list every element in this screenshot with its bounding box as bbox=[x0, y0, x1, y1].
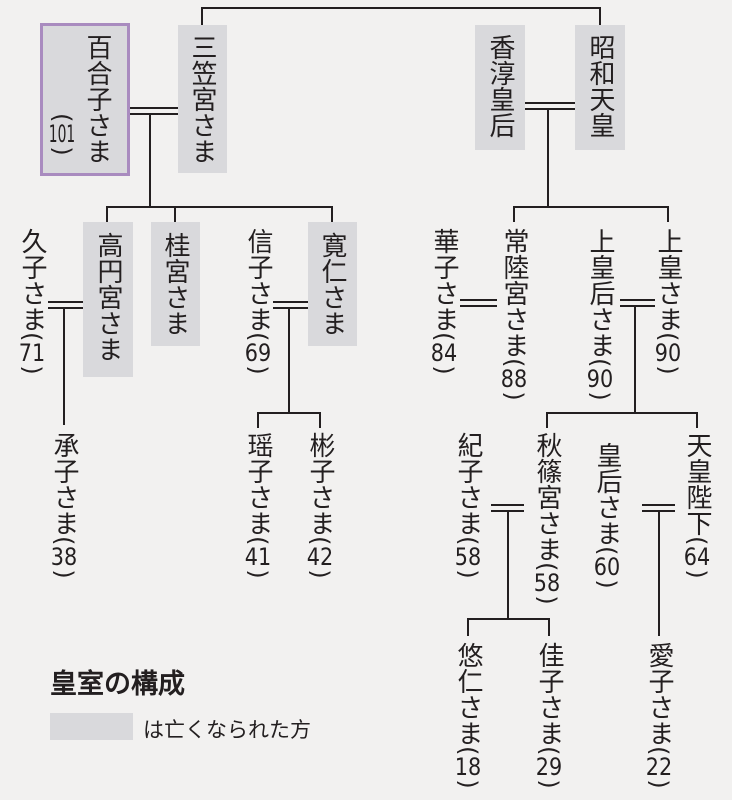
person-yoko: 瑶子さま(41) bbox=[243, 432, 273, 579]
person-takamado: 高円宮さま bbox=[93, 232, 123, 362]
person-aiko: 愛子さま(22) bbox=[644, 642, 674, 789]
deceased-box-takamado bbox=[83, 222, 133, 377]
person-akiko: 彬子さま(42) bbox=[305, 432, 335, 579]
deceased-box-tomohito bbox=[308, 222, 357, 346]
legend-label: は亡くなられた方 bbox=[143, 718, 311, 742]
person-emperor: 天皇陛下(64) bbox=[682, 432, 712, 579]
person-yuriko-age: (101) bbox=[48, 113, 76, 156]
person-empress: 皇后さま(60) bbox=[592, 442, 622, 589]
person-tomohito: 寛仁さま bbox=[317, 232, 347, 336]
person-akishino: 秋篠宮さま(58) bbox=[532, 432, 562, 605]
person-nobuko: 信子さま(69) bbox=[243, 228, 273, 375]
person-katsura: 桂宮さま bbox=[160, 232, 190, 336]
person-hitachi: 常陸宮さま(88) bbox=[499, 228, 529, 401]
deceased-box-kojun bbox=[475, 25, 525, 150]
person-kojun: 香淳皇后 bbox=[485, 34, 515, 138]
deceased-box-showa bbox=[575, 25, 625, 150]
person-tsuguko: 承子さま(38) bbox=[49, 432, 79, 579]
diagram-title: 皇室の構成 bbox=[50, 669, 185, 700]
legend-swatch bbox=[50, 713, 133, 740]
person-yuriko-name: 百合子さま bbox=[82, 34, 112, 164]
person-hisako: 久子さま(71) bbox=[17, 228, 47, 375]
person-showa: 昭和天皇 bbox=[585, 34, 615, 138]
highlight-box-yuriko bbox=[40, 23, 130, 176]
person-empress-emerita: 上皇后さま(90) bbox=[585, 228, 615, 401]
person-mikasa: 三笠宮さま bbox=[187, 34, 217, 164]
person-hisahito: 悠仁さま(18) bbox=[453, 642, 483, 789]
person-emperor-emerita: 上皇さま(90) bbox=[653, 228, 683, 375]
deceased-box-mikasa bbox=[178, 25, 227, 173]
deceased-box-katsura bbox=[151, 222, 200, 346]
person-kako: 佳子さま(29) bbox=[534, 642, 564, 789]
person-kiko: 紀子さま(58) bbox=[453, 432, 483, 579]
person-hanako: 華子さま(84) bbox=[429, 228, 459, 375]
